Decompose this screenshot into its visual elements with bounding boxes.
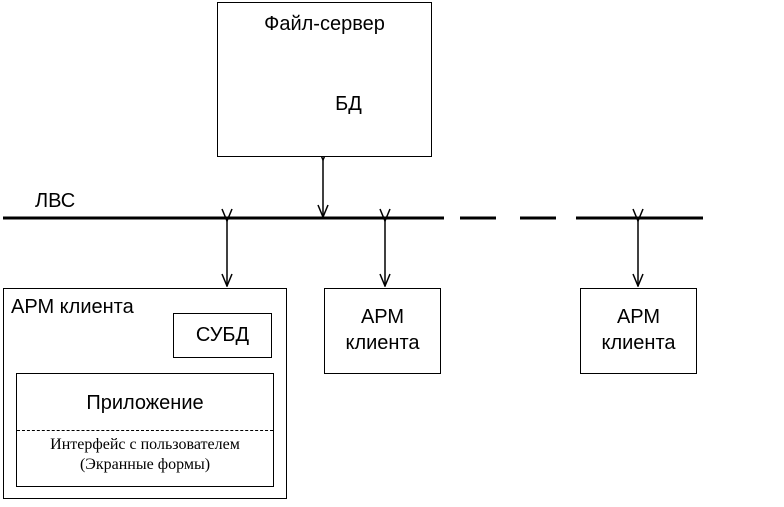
client-3-label-line-2: клиента <box>601 332 676 354</box>
dbms-box: СУБД <box>173 313 272 358</box>
database-label: БД <box>335 93 362 115</box>
screen-forms-label: (Экранные формы) <box>79 456 211 473</box>
client-workstation-3: АРМ клиента <box>580 288 697 374</box>
client-workstation-2: АРМ клиента <box>324 288 441 374</box>
client-3-label-line-1: АРМ <box>616 306 661 328</box>
client-2-label-line-2: клиента <box>345 332 420 354</box>
file-server-box: Файл-сервер <box>217 2 432 157</box>
lan-label: ЛВС <box>35 190 76 212</box>
user-interface-label: Интерфейс с пользователем <box>50 436 240 453</box>
client-workstation-title: АРМ клиента <box>11 296 134 318</box>
application-box: Приложение Интерфейс с пользователем (Эк… <box>16 373 274 487</box>
application-label: Приложение <box>86 392 204 414</box>
dbms-label: СУБД <box>195 324 250 346</box>
client-2-label-line-1: АРМ <box>360 306 405 328</box>
application-divider <box>17 430 273 431</box>
file-server-title: Файл-сервер <box>264 13 385 35</box>
